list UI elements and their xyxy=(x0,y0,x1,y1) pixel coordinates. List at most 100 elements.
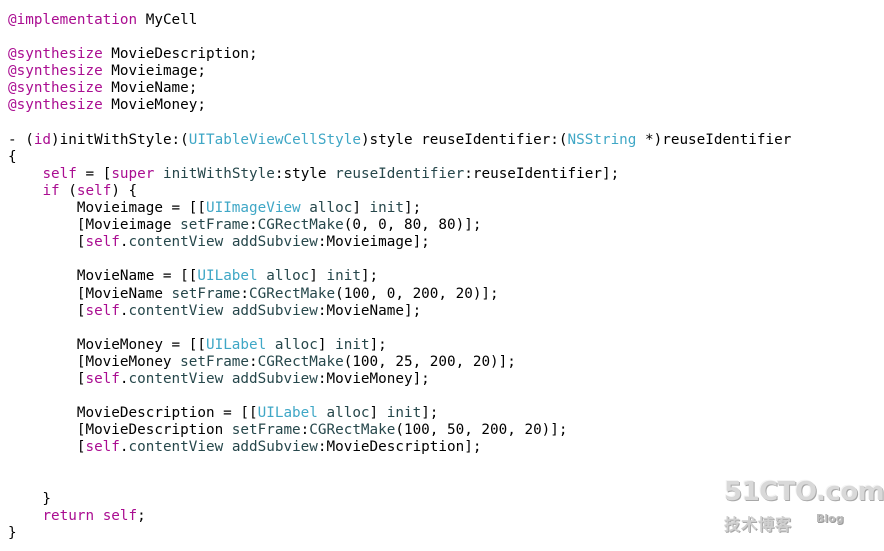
message-token: alloc xyxy=(326,405,370,422)
message-token: init xyxy=(386,405,422,422)
message-token: alloc xyxy=(274,336,318,353)
class-token: UILabel xyxy=(205,336,267,353)
text-token: MovieMoney; xyxy=(102,97,206,114)
text-token: MovieMoney = [[ xyxy=(8,336,206,353)
message-token: CGRectMake xyxy=(249,285,336,302)
text-token: :MovieDescription]; xyxy=(317,439,482,456)
text-token: MovieName; xyxy=(102,80,198,97)
text-token: ] xyxy=(352,200,370,217)
keyword-token: self xyxy=(85,234,120,251)
message-token: setFrame xyxy=(180,217,250,234)
text-token xyxy=(258,268,267,284)
keyword-token: @synthesize xyxy=(8,80,103,97)
text-token: ] xyxy=(309,268,327,285)
text-token: : xyxy=(300,422,310,439)
code-line: { xyxy=(8,149,791,166)
text-token: )initWithStyle:( xyxy=(51,131,189,148)
code-line xyxy=(8,474,791,491)
code-line xyxy=(8,251,791,268)
text-token xyxy=(154,166,163,182)
text-token: . xyxy=(119,234,129,251)
keyword-token: self xyxy=(42,165,77,182)
code-line: Movieimage = [[UIImageView alloc] init]; xyxy=(8,200,791,217)
code-line: [self.contentView addSubview:MovieName]; xyxy=(8,303,791,320)
watermark-subtitle: 技术博客 xyxy=(724,515,793,534)
code-line xyxy=(8,320,791,337)
text-token: . xyxy=(119,439,129,456)
text-token: *)reuseIdentifier xyxy=(636,131,792,148)
text-token: [MovieDescription xyxy=(8,422,232,439)
text-token: ( xyxy=(59,182,77,199)
message-token: addSubview xyxy=(231,439,318,456)
text-token: MovieName = [[ xyxy=(8,268,198,285)
text-token: [ xyxy=(8,234,86,251)
message-token: alloc xyxy=(266,268,310,285)
text-token: [MovieName xyxy=(8,285,172,302)
message-token: addSubview xyxy=(231,234,318,251)
text-token: )style reuseIdentifier:( xyxy=(360,131,568,148)
message-token: reuseIdentifier xyxy=(335,165,465,182)
message-token: contentView xyxy=(128,234,224,251)
text-token xyxy=(223,303,232,319)
text-token: MovieDescription; xyxy=(102,46,258,63)
text-token: [Movieimage xyxy=(8,217,181,234)
text-token: Movieimage = [[ xyxy=(8,200,206,217)
code-line: MovieMoney = [[UILabel alloc] init]; xyxy=(8,337,791,354)
code-line: @synthesize Movieimage; xyxy=(8,63,791,80)
code-line: } xyxy=(8,525,791,542)
text-token: } xyxy=(8,524,17,541)
text-token: :style xyxy=(274,165,336,182)
message-token: setFrame xyxy=(180,353,250,370)
text-token: [ xyxy=(8,370,86,387)
keyword-token: @synthesize xyxy=(8,97,103,114)
message-token: init xyxy=(326,268,361,285)
text-token: : xyxy=(249,217,258,234)
code-line: @synthesize MovieName; xyxy=(8,80,791,97)
text-token: :MovieMoney]; xyxy=(317,370,430,387)
text-token: MovieDescription = [[ xyxy=(8,405,258,422)
keyword-token: super xyxy=(111,165,155,182)
code-line: - (id)initWithStyle:(UITableViewCellStyl… xyxy=(8,132,791,149)
keyword-token: @synthesize xyxy=(8,63,103,80)
keyword-token: self xyxy=(76,182,112,199)
code-line xyxy=(8,456,791,473)
code-line: return self; xyxy=(8,508,791,525)
message-token: init xyxy=(335,336,370,353)
text-token xyxy=(223,371,232,387)
code-line xyxy=(8,388,791,405)
text-token: :MovieName]; xyxy=(317,302,422,319)
keyword-token: self xyxy=(85,439,120,456)
text-token xyxy=(318,405,327,421)
text-token xyxy=(223,439,232,455)
text-token xyxy=(223,234,232,250)
message-token: initWithStyle xyxy=(162,165,275,182)
keyword-token: @synthesize xyxy=(8,46,103,63)
text-token: . xyxy=(119,302,129,319)
code-line: [self.contentView addSubview:MovieMoney]… xyxy=(8,371,791,388)
text-token xyxy=(8,508,42,524)
text-token: ]; xyxy=(421,405,439,422)
code-editor[interactable]: @implementation MyCell@synthesize MovieD… xyxy=(8,12,791,542)
text-token: :Movieimage]; xyxy=(317,234,430,251)
class-token: NSString xyxy=(567,131,637,148)
code-line: [MovieDescription setFrame:CGRectMake(10… xyxy=(8,422,791,439)
keyword-token: return xyxy=(42,507,95,524)
code-line: } xyxy=(8,491,791,508)
code-line xyxy=(8,29,791,46)
code-line: [self.contentView addSubview:Movieimage]… xyxy=(8,234,791,251)
code-line: [Movieimage setFrame:CGRectMake(0, 0, 80… xyxy=(8,217,791,234)
text-token: :reuseIdentifier]; xyxy=(464,165,620,182)
code-line xyxy=(8,115,791,132)
code-line: if (self) { xyxy=(8,183,791,200)
code-line: @synthesize MovieMoney; xyxy=(8,97,791,114)
message-token: setFrame xyxy=(231,422,301,439)
text-token: MyCell xyxy=(137,12,198,28)
text-token xyxy=(8,166,42,182)
message-token: addSubview xyxy=(231,370,318,387)
code-line: MovieName = [[UILabel alloc] init]; xyxy=(8,268,791,285)
text-token: [ xyxy=(8,439,86,456)
watermark: 51CTO.com 技术博客 Blog xyxy=(724,477,884,537)
message-token: contentView xyxy=(128,439,224,456)
text-token: : xyxy=(240,285,250,302)
text-token: { xyxy=(8,148,17,165)
